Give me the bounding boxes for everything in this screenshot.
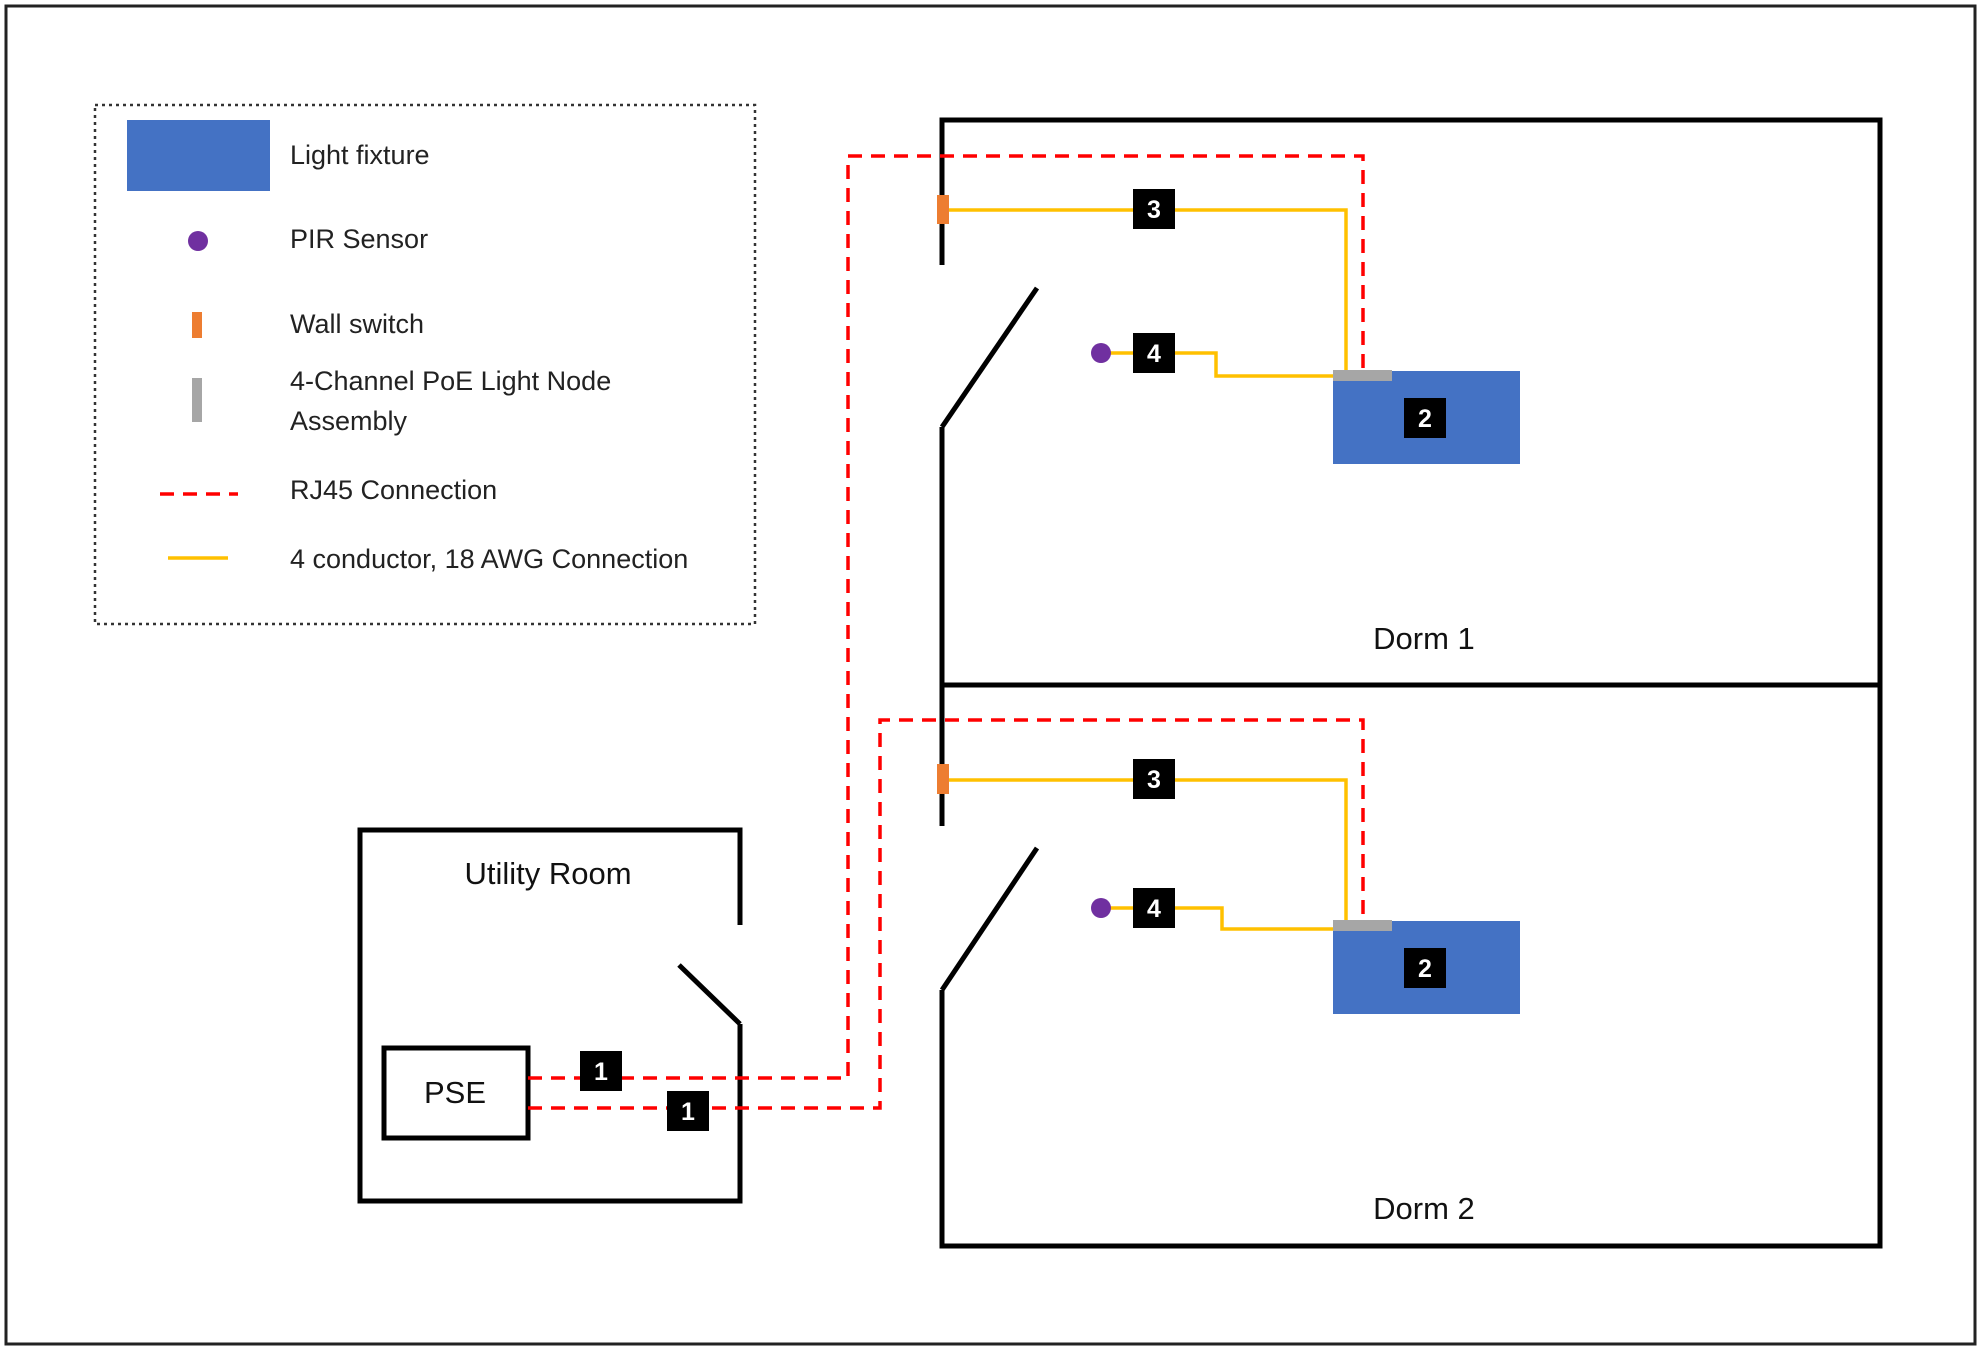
utility-room-label: Utility Room: [464, 856, 631, 891]
dorm1-pir-sensor: [1091, 343, 1111, 363]
legend: Light fixture PIR Sensor Wall switch 4-C…: [93, 103, 757, 626]
badge-fixture-wire-dorm1-label: 2: [1418, 405, 1432, 433]
utility-room: [357, 827, 743, 1204]
dorm2-light-node: [1333, 920, 1392, 931]
legend-light-fixture-label: Light fixture: [290, 140, 430, 170]
switch-wire-dorm1: [949, 208, 1348, 374]
dorm-walls: [939, 117, 1883, 1249]
badge-fixture-wire-dorm1: 2: [1404, 398, 1446, 438]
badge-sensor-wire-dorm1-label: 4: [1147, 340, 1161, 368]
legend-rj45-label: RJ45 Connection: [290, 475, 497, 505]
badge-rj45-dorm1-label: 1: [594, 1058, 608, 1086]
dorm1-label: Dorm 1: [1373, 621, 1475, 656]
dorm1-light-node: [1333, 370, 1392, 381]
badge-fixture-wire-dorm2-label: 2: [1418, 955, 1432, 983]
legend-box: [93, 103, 757, 626]
legend-light-node-icon: [192, 378, 202, 422]
legend-wall-switch-label: Wall switch: [290, 309, 424, 339]
legend-light-fixture-swatch: [127, 120, 270, 191]
utility-door: [677, 963, 742, 1026]
badge-switch-wire-dorm1-label: 3: [1147, 196, 1161, 224]
legend-pir-sensor-icon: [188, 231, 208, 251]
badge-sensor-wire-dorm1: 4: [1133, 333, 1175, 373]
badge-switch-wire-dorm1: 3: [1133, 189, 1175, 229]
dorm2-door: [939, 846, 1040, 992]
badge-rj45-dorm1: 1: [580, 1051, 622, 1091]
legend-light-node-label-line1: 4-Channel PoE Light Node: [290, 366, 611, 396]
rj45-line-dorm2: [528, 718, 1365, 1110]
rj45-line-dorm1: [528, 154, 1365, 1080]
badge-switch-wire-dorm2-label: 3: [1147, 766, 1161, 794]
legend-awg-label: 4 conductor, 18 AWG Connection: [290, 544, 688, 574]
utility-wall: [357, 827, 743, 1204]
dorm1-wall: [939, 117, 1883, 688]
dorm2-pir-sensor: [1091, 898, 1111, 918]
legend-wall-switch-icon: [192, 312, 202, 338]
dorm1-wall-switch: [937, 195, 949, 224]
legend-light-node-label-line2: Assembly: [290, 406, 408, 436]
dorm2-wall-lower: [939, 685, 1883, 1249]
badge-rj45-dorm2-label: 1: [681, 1098, 695, 1126]
badge-fixture-wire-dorm2: 2: [1404, 948, 1446, 988]
dorm2-label: Dorm 2: [1373, 1191, 1475, 1226]
badge-switch-wire-dorm2: 3: [1133, 759, 1175, 799]
rj45-connections: [528, 154, 1365, 1110]
pse-label: PSE: [424, 1075, 486, 1110]
badge-rj45-dorm2: 1: [667, 1091, 709, 1131]
badge-sensor-wire-dorm2: 4: [1133, 888, 1175, 928]
legend-pir-sensor-label: PIR Sensor: [290, 224, 428, 254]
dorm2-wall-switch: [937, 764, 949, 794]
outer-frame: [4, 4, 1977, 1346]
pse-box: [381, 1045, 531, 1141]
badge-sensor-wire-dorm2-label: 4: [1147, 895, 1161, 923]
switch-wire-dorm2: [949, 778, 1348, 927]
dorm1-door: [939, 286, 1040, 429]
